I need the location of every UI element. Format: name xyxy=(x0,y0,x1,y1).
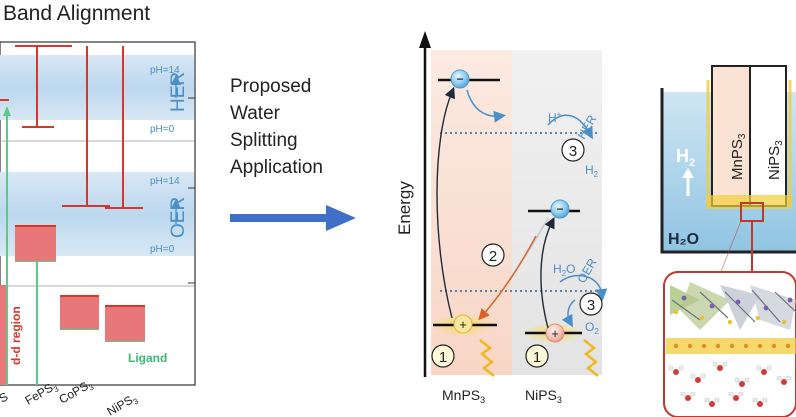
h2-product-label: H2 xyxy=(585,163,599,179)
device-h2o-label: H₂O xyxy=(668,231,699,248)
conduction-band-levels xyxy=(0,45,143,209)
hole-sign: + xyxy=(551,326,559,341)
valence-boxes xyxy=(0,225,145,385)
device-illustration: MnPS3 NiPS3 H2 H₂O xyxy=(660,65,796,417)
h2-up-arrowhead-icon xyxy=(682,168,694,178)
band-alignment-panel: Band Alignment xyxy=(0,2,196,417)
step-3-number: 3 xyxy=(569,143,577,160)
material-label-nips3: NiPS3 xyxy=(105,390,141,417)
step-1-badge xyxy=(525,344,549,368)
light-wave-icon xyxy=(583,339,599,377)
hole-icon xyxy=(545,323,565,343)
oer-band-label: OER xyxy=(168,197,189,238)
step-2-number: 2 xyxy=(489,248,497,265)
device-h2-label: H2 xyxy=(676,146,695,169)
middle-line-1: Proposed xyxy=(230,76,311,97)
middle-line-2: Water xyxy=(230,103,281,124)
light-wave-icon xyxy=(479,339,495,377)
her-band-label: HER xyxy=(168,72,189,112)
ph-low-label: pH=0 xyxy=(150,124,175,135)
ph-high-label: pH=14 xyxy=(150,65,180,76)
hole-sign: + xyxy=(459,317,467,332)
step-3-badge xyxy=(579,292,603,316)
excitation-arrow-icon xyxy=(540,216,555,329)
energy-scheme: Energy − − + + 2 xyxy=(395,31,608,405)
band-alignment-title: Band Alignment xyxy=(3,2,150,25)
her-transfer-arrow-icon xyxy=(466,89,506,123)
h-plus-label: H+ xyxy=(548,110,562,125)
crystal-structure xyxy=(670,282,796,330)
step-1-badge xyxy=(431,344,455,368)
interface-atoms xyxy=(673,343,791,349)
h2o-reactant-label: H2O xyxy=(553,262,575,278)
green-arrow-icon xyxy=(3,106,11,116)
middle-line-3: Splitting xyxy=(230,130,298,151)
her-reaction-arrow-icon xyxy=(547,114,593,140)
ligand-label: Ligand xyxy=(128,351,167,365)
ph-low-label: pH=0 xyxy=(150,244,175,255)
step-3-badge xyxy=(561,138,585,162)
zoom-connector xyxy=(719,220,742,275)
middle-line-4: Application xyxy=(230,157,323,178)
electron-icon xyxy=(450,69,470,89)
oer-reaction-arrow-icon xyxy=(559,274,608,301)
oer-transfer-arrow-icon xyxy=(561,299,576,328)
water-molecules xyxy=(668,361,792,407)
electron-sign: − xyxy=(556,202,563,216)
dd-region-label: d-d region xyxy=(9,306,23,365)
device-mnps3-label: MnPS3 xyxy=(729,133,748,180)
hole-icon xyxy=(453,314,473,334)
step-2-badge xyxy=(481,243,505,267)
ph-high-label: pH=14 xyxy=(150,176,180,187)
step-1-number: 1 xyxy=(533,349,541,366)
excitation-arrow-icon xyxy=(436,86,456,319)
proposed-application-text: Proposed Water Splitting Application xyxy=(230,76,323,178)
recombination-arrow-icon xyxy=(478,235,537,321)
device-nips3-label: NiPS3 xyxy=(766,140,785,180)
nips3-electrode xyxy=(749,65,787,207)
electron-sign: − xyxy=(456,72,463,86)
electron-icon xyxy=(550,199,570,219)
step-3-number: 3 xyxy=(587,297,595,314)
material-label-cut: S xyxy=(0,389,10,405)
step-1-number: 1 xyxy=(439,349,447,366)
mnps3-label: MnPS3 xyxy=(442,387,485,405)
energy-axis-arrow-icon xyxy=(419,31,431,48)
her-band xyxy=(0,55,194,120)
o2-product-label: O2 xyxy=(585,320,599,336)
big-right-arrow-icon xyxy=(230,205,356,231)
energy-axis-label: Energy xyxy=(395,181,414,235)
nips3-label: NiPS3 xyxy=(525,387,562,405)
